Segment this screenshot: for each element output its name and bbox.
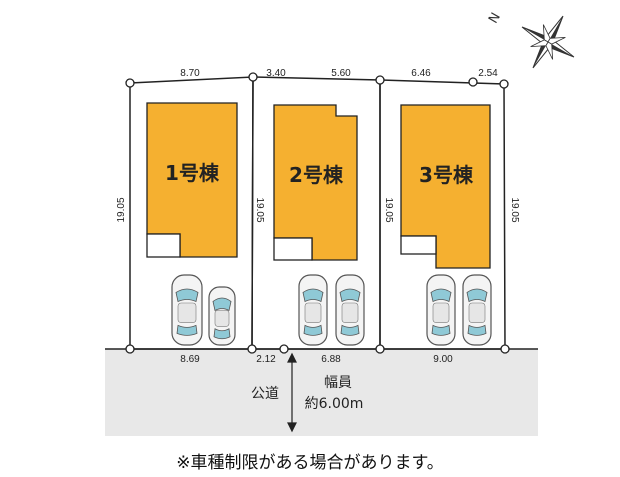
marker	[125, 344, 135, 354]
road-width-label: 幅員	[324, 375, 352, 391]
north-label: N	[486, 10, 504, 26]
lot-2-top-width-b: 5.60	[331, 68, 351, 79]
marker	[468, 77, 478, 87]
car-icon	[171, 274, 203, 346]
building-3-porch	[400, 235, 437, 255]
car-icon	[426, 274, 456, 346]
vehicle-restriction-note: ※車種制限がある場合があります。	[176, 453, 444, 473]
building-2-label: 2号棟	[289, 163, 344, 187]
marker	[125, 78, 135, 88]
road-width-value: 約6.00m	[305, 396, 364, 412]
marker	[247, 344, 257, 354]
buildings	[146, 102, 491, 269]
lot-1-bottom-width: 8.69	[180, 354, 200, 365]
lot-3-top-width-b: 2.54	[478, 68, 498, 79]
car-icon	[462, 274, 492, 346]
lot-2-top-width-a: 3.40	[266, 68, 286, 79]
building-3-label: 3号棟	[419, 163, 474, 187]
road-name: 公道	[251, 386, 279, 402]
parking-cars	[171, 274, 492, 346]
lot-2-depth: 19.05	[254, 197, 265, 222]
marker	[500, 344, 510, 354]
compass-rose-icon	[521, 15, 575, 69]
lot-3-top-width-a: 6.46	[411, 68, 431, 79]
public-road	[105, 349, 538, 436]
marker	[279, 344, 289, 354]
lot-3-depth-left: 19.05	[383, 197, 394, 222]
lot-2-bottom-width-a: 2.12	[256, 354, 276, 365]
lot-1-top-width: 8.70	[180, 68, 200, 79]
lot-1-depth: 19.05	[116, 197, 127, 222]
car-icon	[335, 274, 365, 346]
lot-2-bottom-width-b: 6.88	[321, 354, 341, 365]
building-1-label: 1号棟	[165, 161, 220, 185]
lot-3-depth-right: 19.05	[509, 197, 520, 222]
marker	[375, 75, 385, 85]
car-icon	[208, 286, 236, 346]
marker	[375, 344, 385, 354]
road-width-arrow	[287, 352, 297, 433]
building-1-porch	[146, 233, 181, 258]
car-icon	[298, 274, 328, 346]
marker	[248, 72, 258, 82]
building-2-porch	[273, 237, 313, 261]
marker	[499, 79, 509, 89]
boundary-markers	[125, 72, 510, 354]
lot-3-bottom-width: 9.00	[433, 354, 453, 365]
